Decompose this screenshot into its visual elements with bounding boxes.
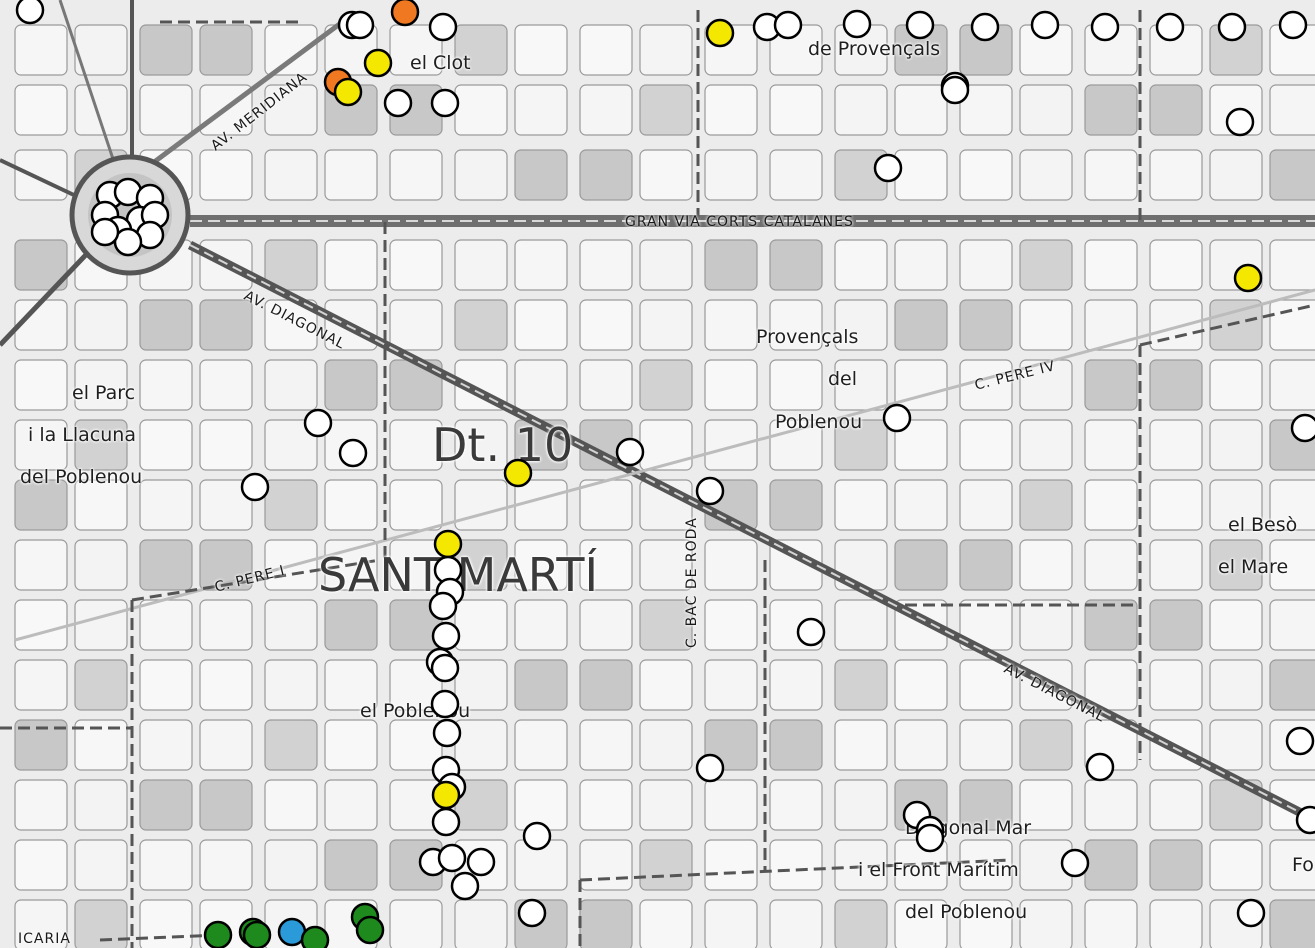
label-fo: Fo bbox=[1292, 854, 1314, 876]
map-marker-white[interactable] bbox=[430, 689, 460, 719]
map-marker-white[interactable] bbox=[517, 898, 547, 928]
map-marker-white[interactable] bbox=[1155, 12, 1185, 42]
map-marker-white[interactable] bbox=[437, 843, 467, 873]
map-marker-green[interactable] bbox=[300, 925, 330, 948]
map-marker-white[interactable] bbox=[1285, 726, 1315, 756]
map-marker-white[interactable] bbox=[940, 75, 970, 105]
map-marker-white[interactable] bbox=[522, 821, 552, 851]
label-diagonal-mar-line3: del Poblenou bbox=[905, 901, 1028, 923]
map-marker-white[interactable] bbox=[1278, 10, 1308, 40]
label-provencals-line2: del bbox=[828, 368, 858, 390]
map-marker-white[interactable] bbox=[428, 12, 458, 42]
map-marker-white[interactable] bbox=[431, 807, 461, 837]
label-parc-line2: i la Llacuna bbox=[28, 424, 136, 446]
map-marker-white[interactable] bbox=[842, 9, 872, 39]
map-marker-white[interactable] bbox=[450, 871, 480, 901]
map-marker-white[interactable] bbox=[1236, 898, 1266, 928]
map-marker-white[interactable] bbox=[1290, 413, 1315, 443]
map-marker-white[interactable] bbox=[695, 476, 725, 506]
map-marker-green[interactable] bbox=[355, 915, 385, 945]
district-code-label: Dt. 10 bbox=[432, 418, 574, 472]
map-marker-white[interactable] bbox=[915, 823, 945, 853]
map-marker-yellow[interactable] bbox=[503, 458, 533, 488]
map-marker-white[interactable] bbox=[1030, 10, 1060, 40]
map-marker-white[interactable] bbox=[905, 10, 935, 40]
label-diagonal-mar-line2: i el Front Marítim bbox=[858, 859, 1019, 881]
map-marker-white[interactable] bbox=[873, 153, 903, 183]
map-marker-white[interactable] bbox=[1090, 12, 1120, 42]
map-marker-white[interactable] bbox=[345, 10, 375, 40]
map-marker-white[interactable] bbox=[466, 847, 496, 877]
map-marker-white[interactable] bbox=[432, 718, 462, 748]
map-marker-white[interactable] bbox=[796, 617, 826, 647]
map-marker-white[interactable] bbox=[773, 10, 803, 40]
map-marker-white[interactable] bbox=[970, 12, 1000, 42]
map-marker-white[interactable] bbox=[1085, 752, 1115, 782]
map-marker-white[interactable] bbox=[695, 753, 725, 783]
street-label-gran-via: GRAN VIA CORTS CATALANES bbox=[625, 214, 854, 230]
map-marker-white[interactable] bbox=[383, 88, 413, 118]
map-marker-yellow[interactable] bbox=[431, 780, 461, 810]
map-marker-white[interactable] bbox=[338, 438, 368, 468]
label-el-maresme: el Mare bbox=[1218, 556, 1289, 578]
map-marker-white[interactable] bbox=[90, 217, 120, 247]
map-marker-yellow[interactable] bbox=[1233, 263, 1263, 293]
map-marker-white[interactable] bbox=[1217, 12, 1247, 42]
label-provencals-line1: Provençals bbox=[756, 326, 859, 348]
map-marker-yellow[interactable] bbox=[705, 18, 735, 48]
map-marker-white[interactable] bbox=[1225, 107, 1255, 137]
map-marker-white[interactable] bbox=[615, 437, 645, 467]
label-parc-line3: del Poblenou bbox=[20, 466, 143, 488]
map-marker-orange[interactable] bbox=[390, 0, 420, 27]
label-el-besos: el Besò bbox=[1228, 514, 1298, 536]
map-marker-yellow[interactable] bbox=[363, 48, 393, 78]
map-marker-white[interactable] bbox=[303, 408, 333, 438]
map-marker-white[interactable] bbox=[428, 591, 458, 621]
map-marker-white[interactable] bbox=[1060, 848, 1090, 878]
map-marker-yellow[interactable] bbox=[333, 77, 363, 107]
map-marker-white[interactable] bbox=[882, 403, 912, 433]
map-marker-white[interactable] bbox=[1295, 805, 1315, 835]
map-marker-yellow[interactable] bbox=[433, 529, 463, 559]
label-el-clot: el Clot bbox=[410, 52, 471, 74]
label-parc-line1: el Parc bbox=[72, 382, 136, 404]
map-marker-white[interactable] bbox=[15, 0, 45, 25]
map-marker-white[interactable] bbox=[430, 88, 460, 118]
map-marker-white[interactable] bbox=[240, 472, 270, 502]
map-marker-white[interactable] bbox=[431, 621, 461, 651]
label-provencals-line3: Poblenou bbox=[775, 411, 863, 433]
map-marker-white[interactable] bbox=[430, 653, 460, 683]
map-marker-green[interactable] bbox=[203, 920, 233, 948]
map-marker-green[interactable] bbox=[242, 920, 272, 948]
street-label-icaria: ICARIA bbox=[18, 931, 71, 947]
label-de-provencals: de Provençals bbox=[808, 38, 941, 60]
